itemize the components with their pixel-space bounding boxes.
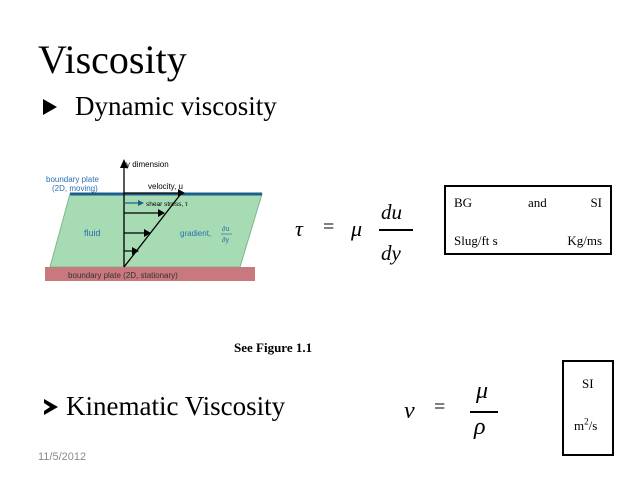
- units-and-label: and: [528, 195, 547, 210]
- bullet-kinematic-viscosity: Kinematic Viscosity: [44, 390, 285, 422]
- dynamic-viscosity-equation: τ = μ du dy: [295, 196, 425, 276]
- equals-sign: =: [434, 396, 446, 418]
- fraction-bar: [379, 229, 413, 231]
- y-axis-arrowhead: [120, 159, 128, 168]
- arrow-bullet-icon: [44, 398, 58, 415]
- gradient-denominator: ∂y: [222, 237, 229, 244]
- viscosity-figure: y dimension boundary plate (2D, moving) …: [45, 159, 263, 281]
- denominator-rho: ρ: [474, 414, 486, 440]
- velocity-profile: [123, 194, 181, 268]
- units-table-kinematic: SI m2/s: [562, 360, 614, 456]
- arrow-bullet-icon: [43, 98, 57, 115]
- fraction-bar: [470, 411, 498, 413]
- tau-symbol: τ: [295, 216, 303, 241]
- top-plate-label: boundary plate: [46, 175, 99, 184]
- shear-stress-label: shear stress, τ: [146, 201, 188, 208]
- units-table-dynamic: BG and SI Slug/ft s Kg/ms: [444, 185, 612, 255]
- velocity-label: velocity, u: [148, 182, 183, 191]
- velocity-arrowhead: [132, 247, 139, 255]
- top-plate-label: (2D, moving): [52, 184, 98, 193]
- slide-title: Viscosity: [38, 37, 187, 82]
- gradient-label: gradient,: [180, 229, 211, 238]
- nu-symbol: ν: [404, 398, 415, 424]
- gradient-numerator: ∂u: [222, 226, 229, 233]
- units-si-label: SI: [582, 376, 594, 391]
- numerator-du: du: [381, 200, 402, 224]
- kinematic-viscosity-equation: ν = μ ρ: [404, 378, 514, 452]
- units-si-value: m2/s: [574, 416, 598, 433]
- bottom-plate: [45, 267, 255, 281]
- velocity-arrowhead: [158, 209, 165, 217]
- y-axis-label: y dimension: [126, 160, 169, 169]
- bullet-text: Kinematic Viscosity: [66, 391, 286, 421]
- figure-caption: See Figure 1.1: [234, 340, 313, 355]
- denominator-dy: dy: [381, 241, 401, 265]
- units-bg-label: BG: [454, 195, 473, 210]
- velocity-arrowhead: [144, 229, 151, 237]
- units-si-label: SI: [590, 195, 602, 210]
- units-si-value: Kg/ms: [567, 233, 602, 248]
- bottom-plate-label: boundary plate (2D, stationary): [68, 271, 178, 280]
- velocity-arrowhead: [178, 189, 185, 197]
- mu-symbol: μ: [351, 216, 363, 241]
- shear-stress-arrowhead: [138, 200, 144, 206]
- equals-sign: =: [323, 216, 335, 238]
- slide-date: 11/5/2012: [38, 451, 87, 463]
- units-bg-value: Slug/ft s: [454, 233, 498, 248]
- bullet-text: Dynamic viscosity: [75, 91, 277, 121]
- fluid-label: fluid: [84, 228, 101, 238]
- numerator-mu: μ: [476, 378, 489, 404]
- bullet-dynamic-viscosity: Dynamic viscosity: [43, 90, 277, 122]
